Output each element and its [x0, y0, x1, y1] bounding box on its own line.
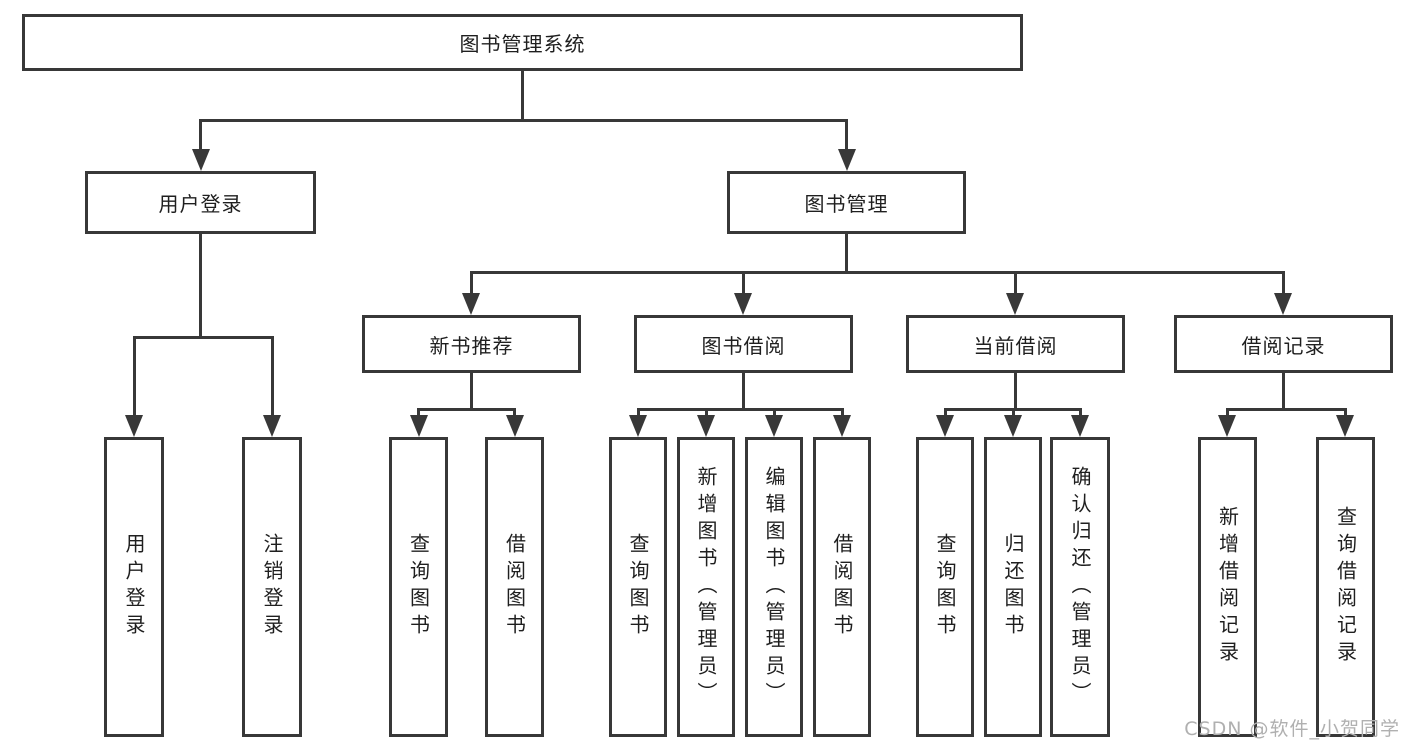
arrow-down-icon: [1004, 415, 1022, 437]
node-borrow-records: 借阅记录: [1174, 315, 1393, 373]
arrow-down-icon: [936, 415, 954, 437]
connector-drop-leaf: [1079, 408, 1082, 418]
connector-drop-mgmt: [845, 119, 848, 152]
leaf-recommend-query-book: 查询图书: [389, 437, 448, 737]
leaf-label: 查询图书: [406, 533, 431, 641]
leaf-records-query-record: 查询借阅记录: [1316, 437, 1375, 737]
arrow-down-icon: [838, 149, 856, 171]
connector-drop-l3: [1014, 271, 1017, 297]
leaf-label: 编辑图书（管理员）: [762, 465, 786, 709]
arrow-down-icon: [1006, 293, 1024, 315]
leaf-current-query-book: 查询图书: [916, 437, 974, 737]
connector-drop-leaf: [773, 408, 776, 418]
node-root-label: 图书管理系统: [459, 32, 586, 56]
connector-drop-leaf: [944, 408, 947, 418]
leaf-recommend-borrow-book: 借阅图书: [485, 437, 544, 737]
connector-hline: [417, 408, 516, 411]
connector-drop-leaf: [1012, 408, 1015, 418]
connector-drop-leaf: [637, 408, 640, 418]
connector-user-hline: [133, 336, 274, 339]
node-user-login: 用户登录: [85, 171, 316, 234]
arrow-down-icon: [1336, 415, 1354, 437]
arrow-down-icon: [263, 415, 281, 437]
leaf-label: 新增图书（管理员）: [694, 465, 718, 709]
leaf-label: 借阅图书: [502, 533, 527, 641]
node-book-management-label: 图书管理: [804, 192, 889, 216]
leaf-label: 用户登录: [122, 533, 146, 641]
leaf-label: 查询图书: [933, 533, 957, 641]
connector-stem: [1282, 373, 1285, 411]
arrow-down-icon: [1071, 415, 1089, 437]
arrow-down-icon: [629, 415, 647, 437]
leaf-label: 确认归还（管理员）: [1068, 465, 1092, 709]
connector-drop-l3: [470, 271, 473, 297]
node-current-borrow-label: 当前借阅: [973, 333, 1058, 358]
arrow-down-icon: [1218, 415, 1236, 437]
leaf-label: 注销登录: [260, 533, 284, 641]
connector-drop-leaf: [513, 408, 516, 418]
arrow-down-icon: [192, 149, 210, 171]
leaf-borrow-add-book-admin: 新增图书（管理员）: [677, 437, 735, 737]
node-new-book-recommend-label: 新书推荐: [429, 333, 514, 358]
leaf-borrow-query-book: 查询图书: [609, 437, 667, 737]
connector-drop-leaf: [417, 408, 420, 418]
connector-drop-leaf: [1226, 408, 1229, 418]
connector-root-stem: [521, 68, 524, 121]
arrow-down-icon: [410, 415, 428, 437]
arrow-down-icon: [462, 293, 480, 315]
node-borrow-records-label: 借阅记录: [1241, 333, 1326, 358]
connector-root-hline: [199, 119, 848, 122]
leaf-borrow-borrow-book: 借阅图书: [813, 437, 871, 737]
connector-hline: [1226, 408, 1347, 411]
leaf-user-logout: 注销登录: [242, 437, 302, 737]
connector-drop-leaf: [705, 408, 708, 418]
node-root: 图书管理系统: [22, 14, 1023, 71]
leaf-current-return-book: 归还图书: [984, 437, 1042, 737]
connector-stem: [1014, 373, 1017, 411]
node-book-borrow: 图书借阅: [634, 315, 853, 373]
leaf-current-confirm-return-admin: 确认归还（管理员）: [1050, 437, 1110, 737]
arrow-down-icon: [765, 415, 783, 437]
node-book-management: 图书管理: [727, 171, 966, 234]
leaf-label: 新增借阅记录: [1215, 506, 1240, 668]
leaf-label: 查询借阅记录: [1333, 506, 1358, 668]
node-book-borrow-label: 图书借阅: [701, 333, 786, 358]
arrow-down-icon: [1274, 293, 1292, 315]
connector-user-stem: [199, 234, 202, 339]
leaf-label: 借阅图书: [830, 533, 854, 641]
arrow-down-icon: [697, 415, 715, 437]
connector-drop-leaf: [133, 336, 136, 418]
node-current-borrow: 当前借阅: [906, 315, 1125, 373]
connector-mgmt-stem: [845, 234, 848, 274]
connector-drop-leaf: [841, 408, 844, 418]
node-user-login-label: 用户登录: [158, 192, 243, 216]
leaf-records-add-record: 新增借阅记录: [1198, 437, 1257, 737]
leaf-label: 归还图书: [1001, 533, 1025, 641]
arrow-down-icon: [506, 415, 524, 437]
node-new-book-recommend: 新书推荐: [362, 315, 581, 373]
connector-drop-l3: [742, 271, 745, 297]
leaf-label: 查询图书: [626, 533, 650, 641]
connector-drop-leaf: [1344, 408, 1347, 418]
csdn-watermark: CSDN @软件_小贺同学: [1184, 718, 1400, 740]
arrow-down-icon: [734, 293, 752, 315]
arrow-down-icon: [833, 415, 851, 437]
connector-stem: [470, 373, 473, 411]
connector-drop-user: [199, 119, 202, 152]
leaf-borrow-edit-book-admin: 编辑图书（管理员）: [745, 437, 803, 737]
arrow-down-icon: [125, 415, 143, 437]
connector-hline: [637, 408, 844, 411]
connector-drop-l3: [1282, 271, 1285, 297]
leaf-user-login: 用户登录: [104, 437, 164, 737]
connector-drop-leaf: [271, 336, 274, 418]
connector-mgmt-hline: [470, 271, 1285, 274]
connector-stem: [742, 373, 745, 411]
